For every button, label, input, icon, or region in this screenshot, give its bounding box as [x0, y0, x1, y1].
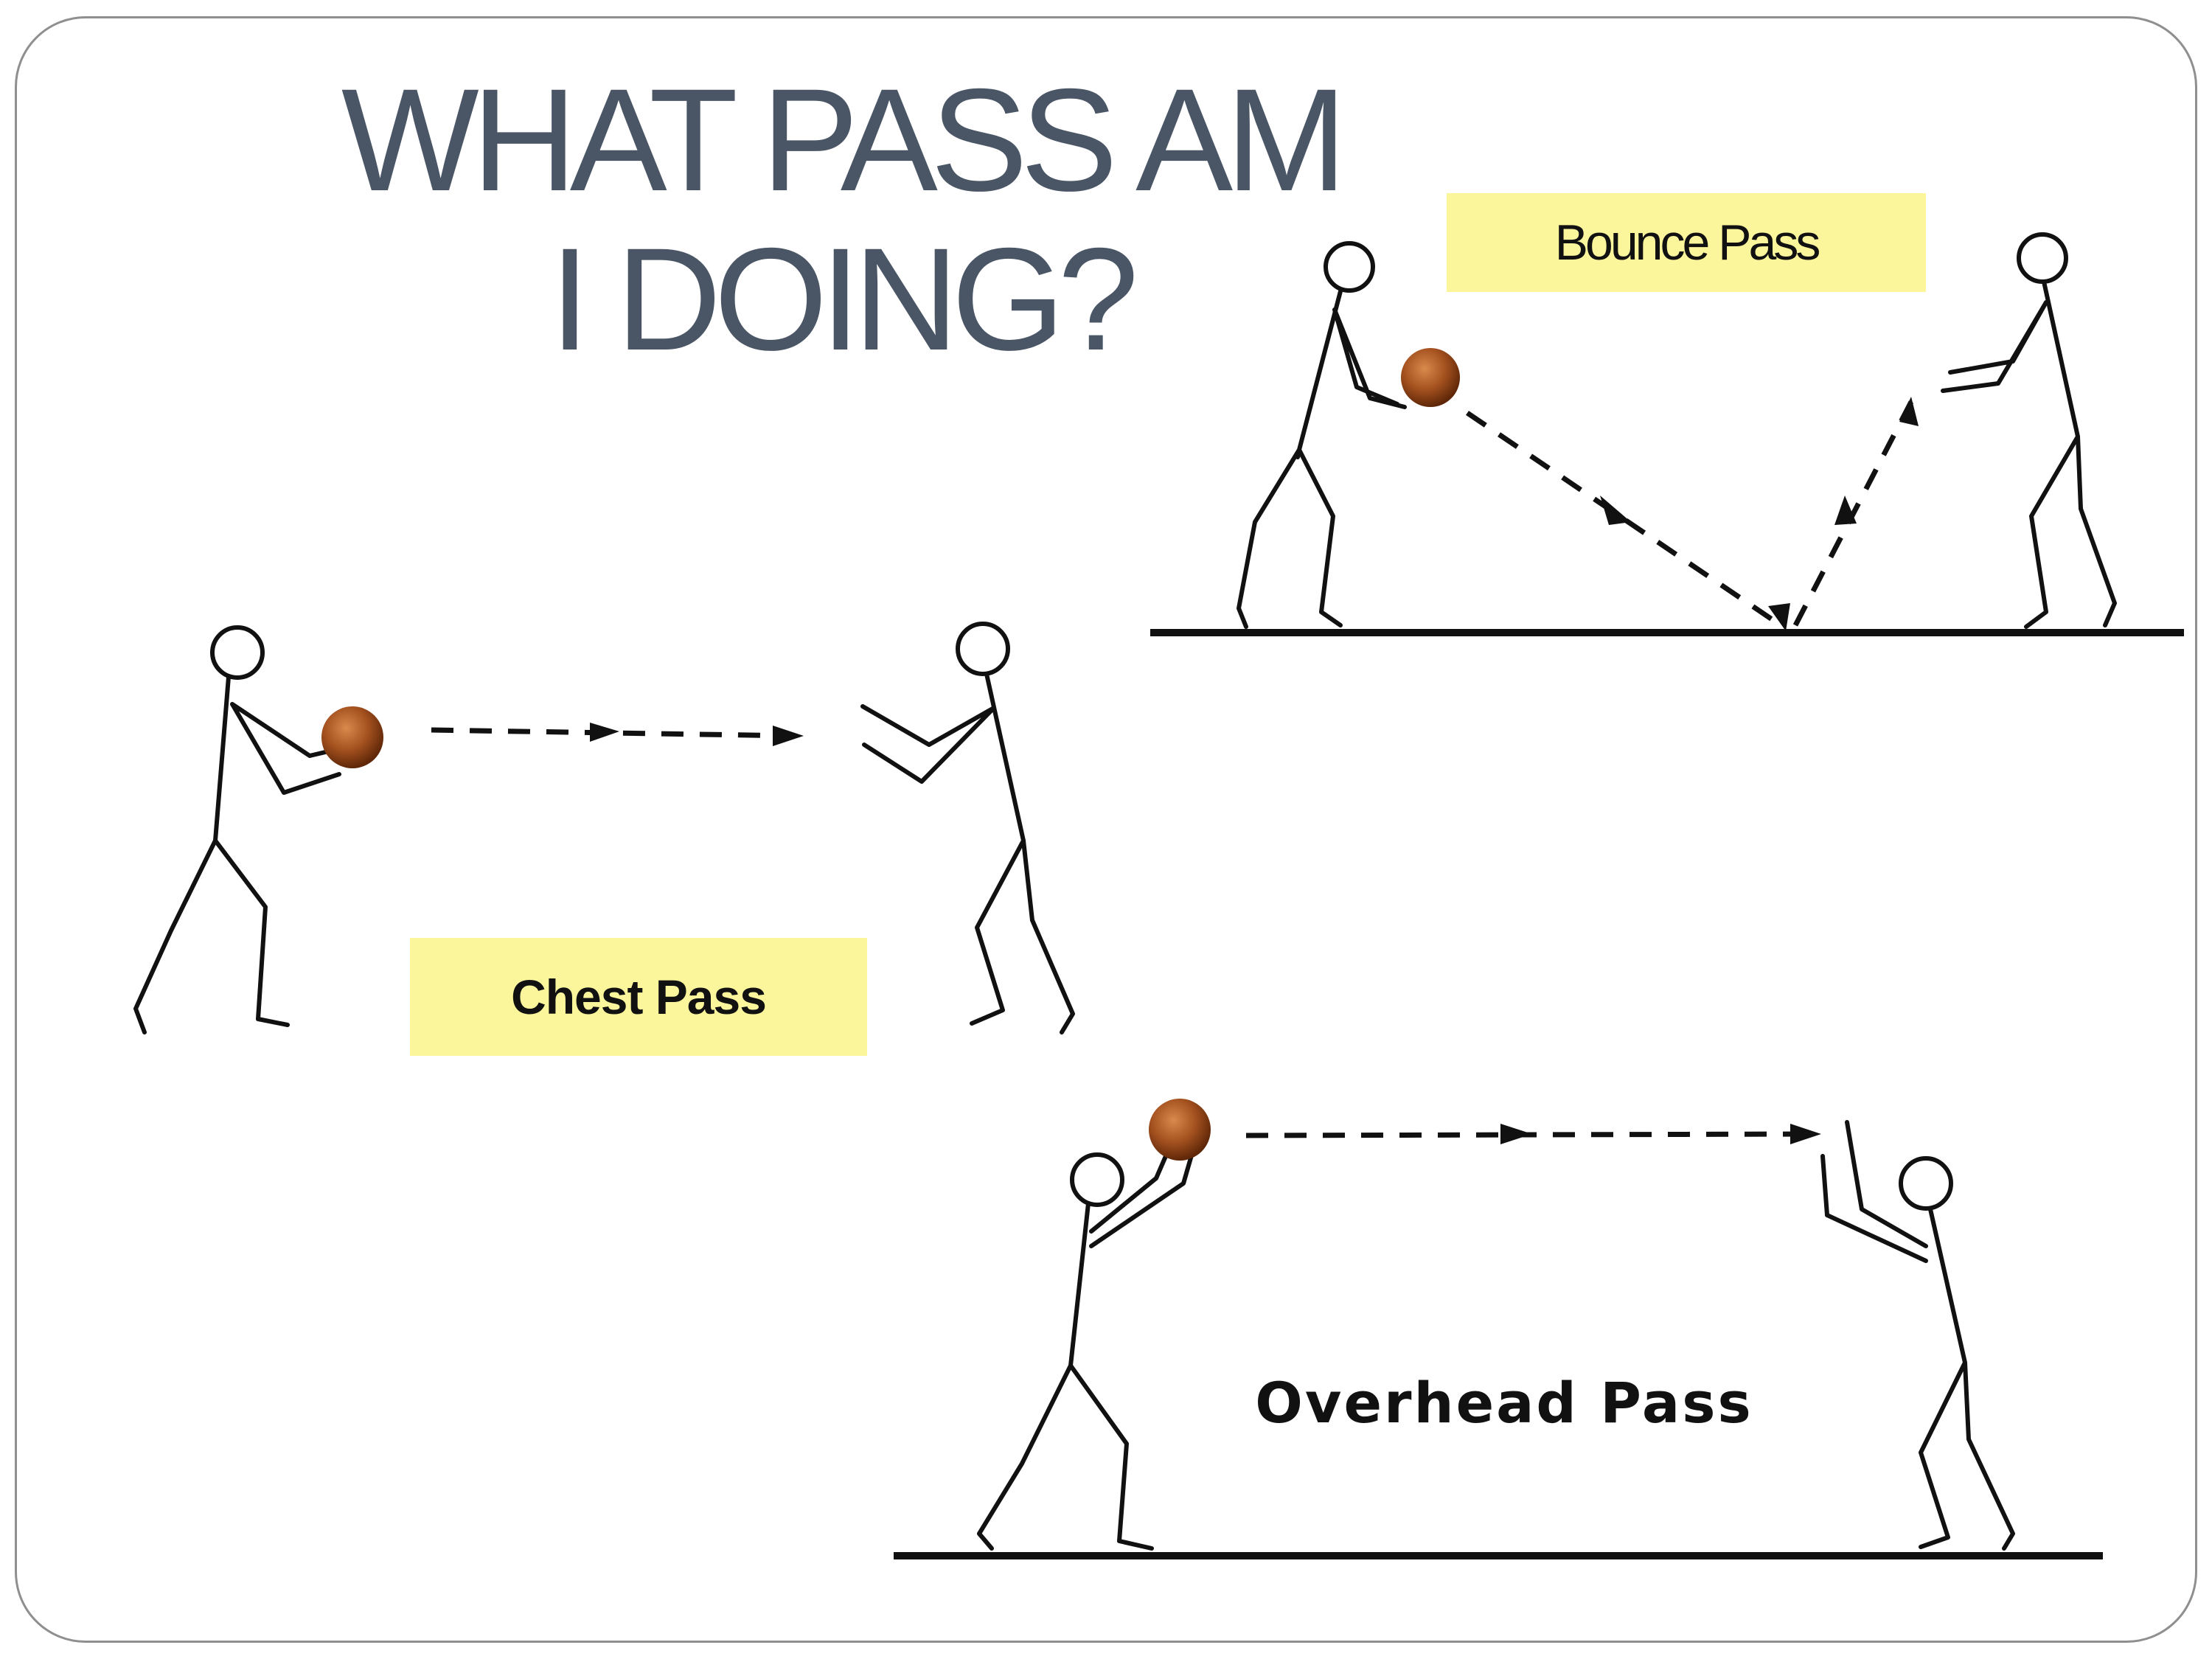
- chest-receiver-figure: [860, 622, 1075, 1034]
- title-line-2: I DOING?: [549, 218, 1138, 380]
- overhead-pass-label: Overhead Pass: [1255, 1369, 1753, 1436]
- chest-passer-figure: [133, 625, 383, 1034]
- overhead-basketball: [1149, 1099, 1211, 1161]
- bounce-arrow-2: [1768, 603, 1790, 631]
- overhead-arrow-1: [1500, 1124, 1532, 1144]
- chest-basketball: [321, 706, 383, 768]
- bounce-passer-figure: [1237, 241, 1460, 629]
- bounce-pass-path-down: [1466, 411, 1782, 627]
- overhead-pass-diagram: [894, 1099, 2103, 1559]
- bounce-basketball: [1401, 348, 1460, 407]
- bounce-pass-path-up: [1792, 400, 1914, 627]
- chest-arrow-2: [773, 726, 804, 746]
- bounce-receiver-figure: [1941, 232, 2117, 629]
- chest-pass-path: [431, 727, 793, 739]
- bounce-pass-diagram: [1150, 232, 2184, 636]
- chest-pass-label: Chest Pass: [410, 938, 867, 1056]
- bounce-arrow-1: [1600, 495, 1631, 525]
- slide-title: WHAT PASS AM I DOING?: [184, 60, 1497, 379]
- bounce-pass-label: Bounce Pass: [1447, 193, 1926, 292]
- overhead-pass-path: [1245, 1131, 1815, 1138]
- overhead-receiver-figure: [1820, 1120, 2015, 1551]
- chest-arrow-1: [590, 723, 619, 742]
- overhead-arrow-2: [1790, 1124, 1821, 1144]
- overhead-passer-figure: [977, 1099, 1211, 1551]
- title-line-1: WHAT PASS AM: [341, 58, 1347, 221]
- bounce-arrow-3: [1834, 495, 1857, 525]
- chest-pass-diagram: [133, 622, 1075, 1034]
- bounce-arrow-4: [1899, 397, 1919, 426]
